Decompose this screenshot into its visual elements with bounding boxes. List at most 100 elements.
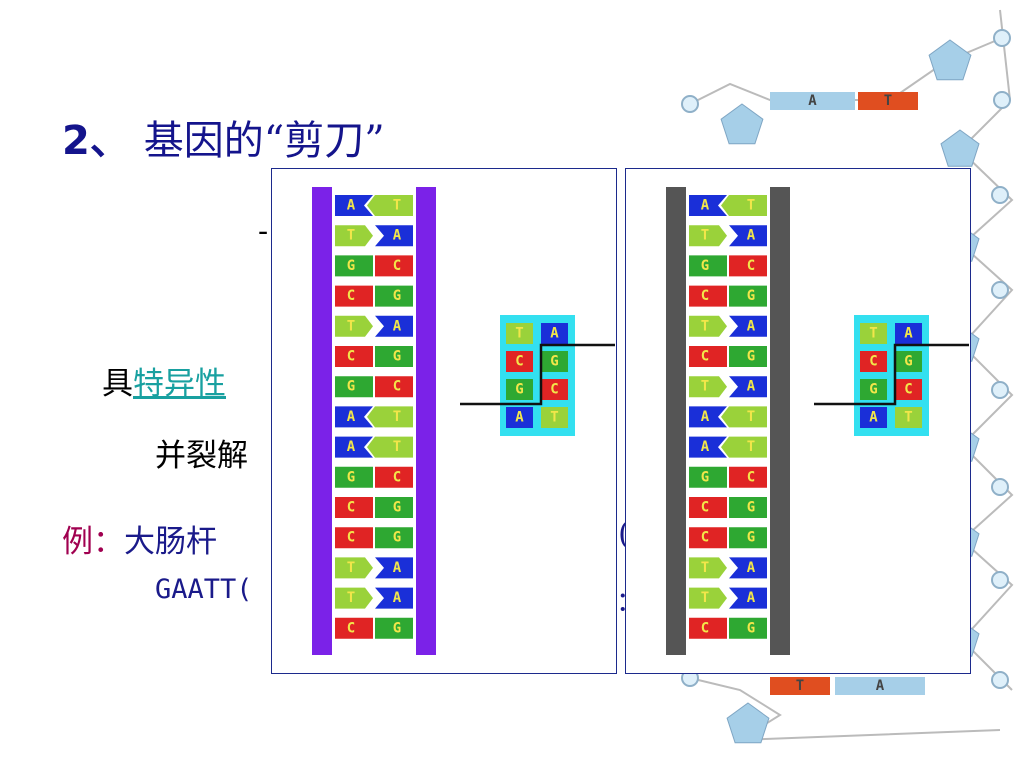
base-shape-G [375,497,413,518]
base-shape-T [689,587,727,609]
base-shape-C [375,466,413,488]
base-A: A [375,315,413,337]
site-letter-C: C [515,354,523,370]
base-C: C [689,617,727,639]
base-shape-G [375,527,413,549]
backbone-phosphate [991,671,1009,689]
base-shape-T [721,436,767,458]
base-letter-A: A [747,379,756,395]
backbone-phosphate [993,29,1011,47]
base-shape-G [375,346,413,367]
base-shape-G [729,285,767,307]
base-G: G [729,617,767,639]
title-number: 2、 [62,118,130,164]
base-A: A [335,195,373,216]
base-letter-C: C [393,379,401,395]
base-T: T [689,315,727,337]
base-letter-T: T [393,409,401,425]
base-C: C [729,466,767,488]
base-T: T [335,315,373,337]
base-G: G [335,376,373,398]
backbone-sugar [928,39,972,81]
base-T: T [721,195,767,216]
base-T: T [689,225,727,247]
base-letter-G: G [747,349,755,365]
base-shape-T [367,195,413,216]
base-letter-G: G [393,530,401,546]
base-shape-A [729,376,767,398]
base-letter-C: C [393,258,401,274]
base-letter-A: A [747,590,756,606]
base-letter-A: A [747,228,756,244]
base-C: C [375,376,413,398]
base-A: A [689,195,727,216]
base-shape-T [721,406,767,428]
base-letter-A: A [393,228,402,244]
site-letter-G: G [515,382,523,398]
right-backbone-left [666,187,686,655]
example-label: 例： [62,524,124,560]
base-letter-C: C [347,349,355,365]
site-letter-C: C [550,382,558,398]
base-shape-C [335,527,373,549]
base-shape-A [375,557,413,579]
base-shape-C [689,497,727,518]
base-T: T [689,376,727,398]
backbone-phosphate [991,571,1009,589]
base-shape-A [335,195,373,216]
base-letter-G: G [747,500,755,516]
site-base-A [541,323,568,344]
base-A: A [335,436,373,458]
base-shape-T [689,376,727,398]
backbone-phosphate [991,186,1009,204]
example-text: 大肠杆 [124,524,217,560]
base-C: C [375,255,413,277]
left-backbone-right [416,187,436,655]
specificity-link[interactable]: 特异性 [133,366,226,402]
base-T: T [689,587,727,609]
base-A: A [689,406,727,428]
base-shape-C [689,617,727,639]
site-letter-G: G [550,354,558,370]
base-shape-A [689,406,727,428]
base-shape-T [335,557,373,579]
base-shape-A [375,315,413,337]
base-G: G [729,527,767,549]
base-C: C [335,346,373,367]
base-A: A [729,376,767,398]
base-T: T [689,557,727,579]
site-letter-C: C [869,354,877,370]
background-base-letter: A [876,678,885,694]
base-shape-G [729,497,767,518]
site-letter-G: G [904,354,912,370]
backbone-sugar [726,702,770,744]
base-T: T [721,406,767,428]
backbone-sugar [720,103,764,145]
site-base-G [506,379,533,400]
base-C: C [689,497,727,518]
base-letter-A: A [347,409,356,425]
base-shape-G [335,376,373,398]
base-G: G [375,497,413,518]
base-shape-G [689,255,727,277]
base-shape-G [729,346,767,367]
base-shape-G [335,255,373,277]
